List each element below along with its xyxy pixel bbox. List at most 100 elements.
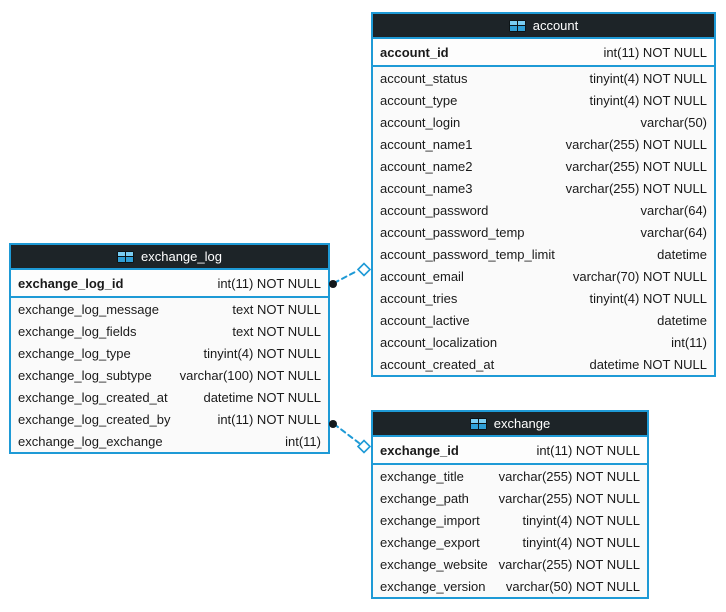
table-exchange-log[interactable]: exchange_log exchange_log_id int(11) NOT… [9,243,330,454]
column-type: int(11) [285,433,321,449]
table-columns: exchange_log_message text NOT NULL excha… [11,298,328,452]
column-name: exchange_log_id [18,275,124,291]
column-type: tinyint(4) NOT NULL [203,345,321,361]
column-type: tinyint(4) NOT NULL [589,70,707,86]
column-name: account_name3 [380,180,473,196]
column-type: varchar(255) NOT NULL [565,180,707,196]
table-icon [117,250,135,263]
relationship-exchange-log-exchange[interactable] [329,420,372,454]
column-name: account_login [380,114,461,130]
table-title: exchange_log [141,249,222,264]
table-header[interactable]: exchange [373,412,647,437]
column-name: account_password_temp_limit [380,246,555,262]
column-row[interactable]: account_type tinyint(4) NOT NULL [373,89,714,111]
column-row[interactable]: account_password_temp_limit datetime [373,243,714,265]
column-row[interactable]: exchange_log_created_at datetime NOT NUL… [11,386,328,408]
table-exchange[interactable]: exchange exchange_id int(11) NOT NULL ex… [371,410,649,599]
column-row-pk[interactable]: exchange_id int(11) NOT NULL [373,437,647,465]
table-header[interactable]: exchange_log [11,245,328,270]
column-row[interactable]: account_name2 varchar(255) NOT NULL [373,155,714,177]
table-title: exchange [493,416,551,431]
column-name: exchange_log_created_at [18,389,168,405]
table-columns: account_status tinyint(4) NOT NULL accou… [373,67,714,375]
column-type: tinyint(4) NOT NULL [522,534,640,550]
column-type: text NOT NULL [232,323,321,339]
column-row[interactable]: account_created_at datetime NOT NULL [373,353,714,375]
column-type: datetime NOT NULL [203,389,321,405]
column-row[interactable]: account_tries tinyint(4) NOT NULL [373,287,714,309]
column-type: varchar(255) NOT NULL [498,468,640,484]
column-row[interactable]: account_name1 varchar(255) NOT NULL [373,133,714,155]
column-type: varchar(100) NOT NULL [179,367,321,383]
column-type: varchar(50) NOT NULL [505,578,640,594]
column-row-pk[interactable]: exchange_log_id int(11) NOT NULL [11,270,328,298]
column-name: exchange_log_exchange [18,433,163,449]
column-name: account_type [380,92,458,108]
column-row[interactable]: exchange_log_type tinyint(4) NOT NULL [11,342,328,364]
table-icon [508,19,526,32]
column-name: exchange_log_fields [18,323,137,339]
column-name: exchange_log_message [18,301,159,317]
column-row[interactable]: account_localization int(11) [373,331,714,353]
column-row[interactable]: account_name3 varchar(255) NOT NULL [373,177,714,199]
column-name: exchange_version [380,578,486,594]
column-row[interactable]: exchange_import tinyint(4) NOT NULL [373,509,647,531]
table-account[interactable]: account account_id int(11) NOT NULL acco… [371,12,716,377]
column-name: exchange_id [380,442,459,458]
column-name: exchange_log_subtype [18,367,152,383]
connector-endpoint-dot [329,420,337,428]
column-name: exchange_import [380,512,480,528]
column-type: text NOT NULL [232,301,321,317]
column-type: tinyint(4) NOT NULL [589,92,707,108]
column-type: tinyint(4) NOT NULL [589,290,707,306]
connector-endpoint-dot [329,280,337,288]
column-row[interactable]: account_lactive datetime [373,309,714,331]
column-type: int(11) NOT NULL [217,275,321,291]
column-row[interactable]: account_password varchar(64) [373,199,714,221]
column-name: account_localization [380,334,498,350]
column-row[interactable]: account_login varchar(50) [373,111,714,133]
column-row-pk[interactable]: account_id int(11) NOT NULL [373,39,714,67]
column-row[interactable]: exchange_title varchar(255) NOT NULL [373,465,647,487]
column-row[interactable]: exchange_version varchar(50) NOT NULL [373,575,647,597]
column-name: account_created_at [380,356,495,372]
column-row[interactable]: exchange_log_created_by int(11) NOT NULL [11,408,328,430]
table-header[interactable]: account [373,14,714,39]
column-row[interactable]: exchange_log_fields text NOT NULL [11,320,328,342]
column-type: varchar(255) NOT NULL [498,490,640,506]
column-row[interactable]: exchange_website varchar(255) NOT NULL [373,553,647,575]
column-row[interactable]: account_password_temp varchar(64) [373,221,714,243]
column-row[interactable]: exchange_log_subtype varchar(100) NOT NU… [11,364,328,386]
connector-endpoint-diamond [356,439,372,454]
column-row[interactable]: exchange_log_message text NOT NULL [11,298,328,320]
column-type: int(11) NOT NULL [217,411,321,427]
table-title: account [532,18,579,33]
column-name: exchange_log_created_by [18,411,171,427]
connector-endpoint-diamond [356,262,372,277]
column-name: exchange_title [380,468,464,484]
table-icon [469,417,487,430]
column-name: account_password [380,202,489,218]
column-name: exchange_website [380,556,488,572]
relationship-exchange-log-account[interactable] [329,262,372,289]
column-row[interactable]: account_email varchar(70) NOT NULL [373,265,714,287]
column-row[interactable]: exchange_export tinyint(4) NOT NULL [373,531,647,553]
column-type: datetime NOT NULL [589,356,707,372]
column-type: varchar(64) [640,202,707,218]
column-name: account_email [380,268,464,284]
column-type: varchar(255) NOT NULL [565,158,707,174]
column-type: varchar(64) [640,224,707,240]
column-name: account_lactive [380,312,470,328]
column-name: account_password_temp [380,224,525,240]
column-type: int(11) NOT NULL [603,44,707,60]
column-row[interactable]: exchange_log_exchange int(11) [11,430,328,452]
column-type: varchar(255) NOT NULL [498,556,640,572]
column-type: varchar(70) NOT NULL [572,268,707,284]
column-type: int(11) NOT NULL [536,442,640,458]
column-row[interactable]: exchange_path varchar(255) NOT NULL [373,487,647,509]
column-name: account_status [380,70,468,86]
column-type: varchar(50) [640,114,707,130]
column-type: datetime [657,246,707,262]
column-row[interactable]: account_status tinyint(4) NOT NULL [373,67,714,89]
